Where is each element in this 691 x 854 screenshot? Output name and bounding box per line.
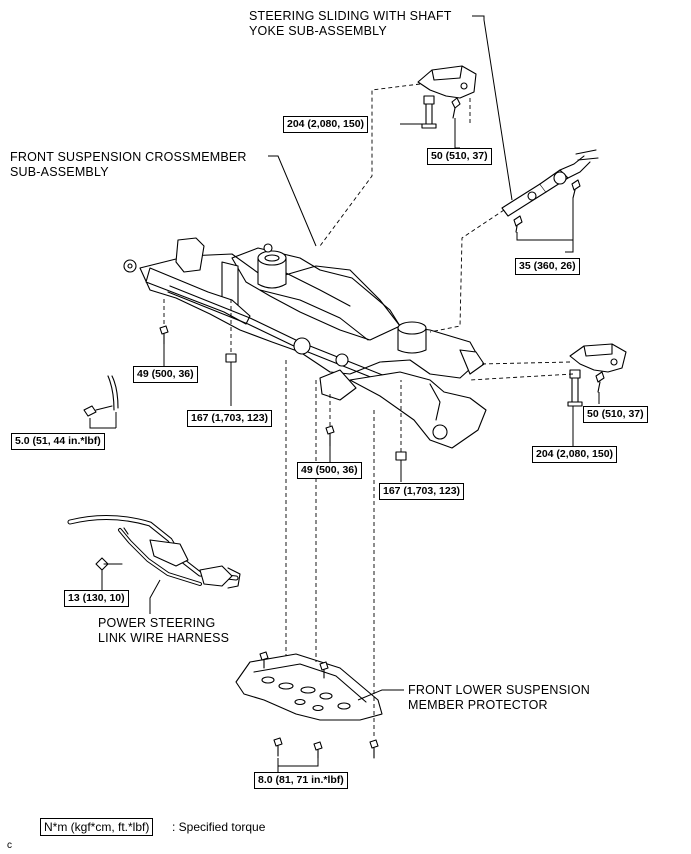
- protector-plate: [235, 653, 383, 721]
- torque-callout-49-mid: 49 (500, 36): [297, 462, 362, 479]
- crossmember-label-line2: SUB-ASSEMBLY: [10, 165, 109, 179]
- steering-shaft: [501, 149, 599, 217]
- crossmember-body: [123, 237, 487, 449]
- torque-callout-50-right: 50 (510, 37): [583, 406, 648, 423]
- steering-bracket-top: [417, 65, 477, 99]
- legend-description: : Specified torque: [172, 820, 266, 834]
- bolt-13: [95, 557, 123, 571]
- torque-callout-35: 35 (360, 26): [515, 258, 580, 275]
- harness-label-line1: POWER STEERING: [98, 616, 216, 630]
- crossmember-label: FRONT SUSPENSION CROSSMEMBER SUB-ASSEMBL…: [10, 150, 247, 180]
- bolt-50-top: [451, 97, 461, 119]
- torque-callout-49-left: 49 (500, 36): [133, 366, 198, 383]
- bolt-35-b: [513, 215, 523, 233]
- harness-label: POWER STEERING LINK WIRE HARNESS: [98, 616, 229, 646]
- torque-callout-13: 13 (130, 10): [64, 590, 129, 607]
- torque-callout-204-right: 204 (2,080, 150): [532, 446, 618, 463]
- torque-callout-8: 8.0 (81, 71 in.*lbf): [254, 772, 348, 789]
- reference-code: c: [7, 840, 12, 851]
- bolt-49-left: [159, 325, 169, 345]
- bolt-204-right: [567, 369, 583, 407]
- crossmember-label-line1: FRONT SUSPENSION CROSSMEMBER: [10, 150, 247, 164]
- torque-callout-50-top: 50 (510, 37): [427, 148, 492, 165]
- protector-label-line1: FRONT LOWER SUSPENSION: [408, 683, 590, 697]
- steering-shaft-label-line2: YOKE SUB-ASSEMBLY: [249, 24, 387, 38]
- wire-harness: [67, 515, 241, 589]
- leader-lines: [89, 15, 600, 772]
- steering-shaft-label-line1: STEERING SLIDING WITH SHAFT: [249, 9, 452, 23]
- bolt-35-a: [571, 179, 581, 199]
- torque-callout-204-top: 204 (2,080, 150): [283, 116, 369, 133]
- nut-167-mid: [395, 451, 407, 461]
- bolt-50-right: [595, 371, 605, 393]
- bolt-204-top: [421, 95, 437, 129]
- harness-label-line2: LINK WIRE HARNESS: [98, 631, 230, 645]
- harness-clamp-5: [83, 375, 119, 417]
- torque-callout-167-left: 167 (1,703, 123): [187, 410, 273, 427]
- protector-label: FRONT LOWER SUSPENSION MEMBER PROTECTOR: [408, 683, 590, 713]
- bolt-49-mid: [325, 425, 335, 447]
- protector-label-line2: MEMBER PROTECTOR: [408, 698, 548, 712]
- torque-callout-5: 5.0 (51, 44 in.*lbf): [11, 433, 105, 450]
- protector-bolts: [259, 651, 379, 759]
- steering-bracket-right: [569, 343, 627, 373]
- torque-callout-167-mid: 167 (1,703, 123): [379, 483, 465, 500]
- steering-shaft-label: STEERING SLIDING WITH SHAFT YOKE SUB-ASS…: [249, 9, 452, 39]
- legend-torque-units: N*m (kgf*cm, ft.*lbf): [40, 818, 154, 836]
- nut-167-left: [225, 353, 237, 363]
- alignment-lines: [163, 83, 574, 738]
